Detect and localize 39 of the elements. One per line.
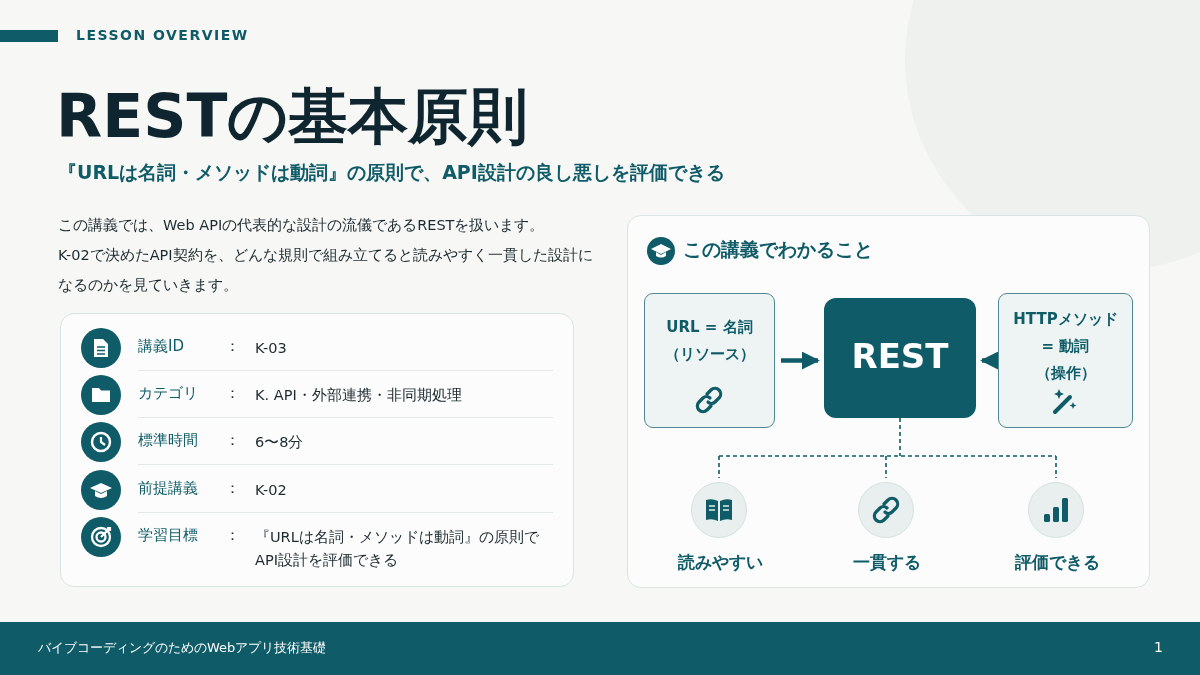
node-label: 一貫する bbox=[852, 551, 922, 574]
subtitle: 『URLは名詞・メソッドは動詞』の原則で、API設計の良し悪しを評価できる bbox=[58, 160, 725, 185]
section-label: LESSON OVERVIEW bbox=[76, 27, 249, 43]
box-title: REST bbox=[850, 336, 950, 376]
title: RESTの基本原則 bbox=[56, 80, 529, 153]
colon: ： bbox=[225, 526, 240, 545]
field-label: 学習目標 bbox=[138, 526, 198, 545]
arrow bbox=[781, 351, 820, 370]
colon: ： bbox=[225, 337, 240, 356]
arrow bbox=[980, 351, 999, 370]
footer-text: バイブコーディングのためのWebアプリ技術基礎 bbox=[38, 639, 327, 657]
field-value: 『URLは名詞・メソッドは動詞』の原則でAPI設計を評価できる bbox=[255, 528, 540, 570]
dashed-connector bbox=[718, 417, 1057, 479]
box-text: = 動詞 bbox=[1040, 337, 1091, 356]
node-label: 評価できる bbox=[1013, 551, 1101, 574]
field-label: 標準時間 bbox=[138, 431, 198, 450]
field-label: 前提講義 bbox=[138, 479, 198, 498]
panel-heading: この講義でわかること bbox=[683, 237, 873, 262]
box-text: （リソース） bbox=[663, 345, 756, 364]
field-label: カテゴリ bbox=[138, 384, 198, 403]
colon: ： bbox=[225, 431, 240, 450]
colon: ： bbox=[225, 384, 240, 403]
box-text: （操作） bbox=[1034, 364, 1097, 383]
concept-box bbox=[824, 298, 976, 418]
field-value: K-02 bbox=[255, 481, 288, 500]
principle-box bbox=[998, 293, 1133, 428]
paragraph: K-02で決めたAPI契約を、どんな規則で組み立てると読みやすく一貫した設計になるのかを見ていきます。 bbox=[58, 246, 594, 295]
field-value: K. API・外部連携・非同期処理 bbox=[255, 386, 463, 405]
principle-box bbox=[644, 293, 775, 428]
node-label: 読みやすい bbox=[676, 551, 764, 574]
field-value: 6〜8分 bbox=[255, 433, 305, 452]
info-panel bbox=[627, 215, 1150, 588]
field-label: 講義ID bbox=[138, 337, 184, 356]
page-number: 1 bbox=[1154, 639, 1163, 655]
box-text: URL = 名詞 bbox=[665, 318, 754, 337]
field-value: K-03 bbox=[255, 339, 288, 358]
box-text: HTTPメソッド bbox=[1012, 310, 1119, 329]
paragraph: この講義では、Web APIの代表的な設計の流儀であるRESTを扱います。 bbox=[58, 216, 546, 235]
colon: ： bbox=[225, 479, 240, 498]
